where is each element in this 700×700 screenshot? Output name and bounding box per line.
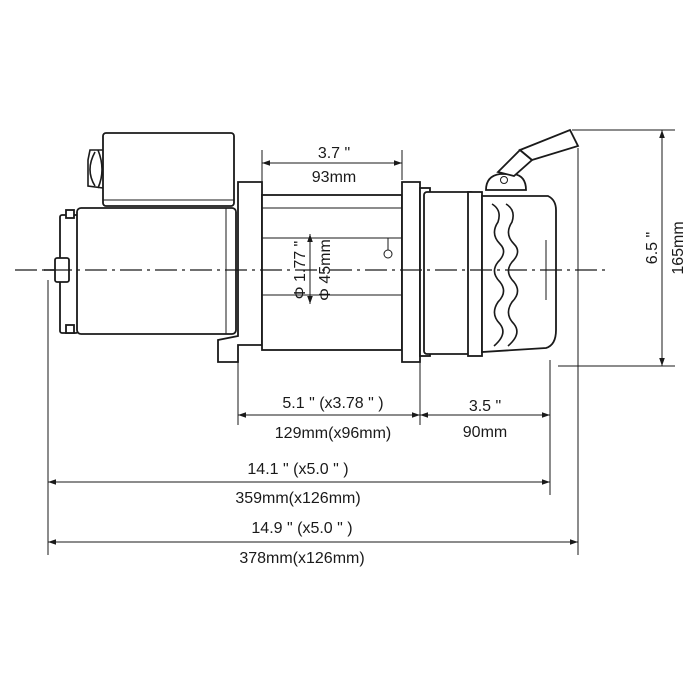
mount-length-mm-label: 129mm(x96mm): [275, 425, 391, 442]
clutch-lever: [485, 128, 580, 191]
drum-diameter-in-label: Φ 1.77 ": [292, 241, 309, 299]
mount-length-in-label: 5.1 " (x3.78 " ): [282, 395, 383, 412]
height-in-label: 6.5 ": [644, 232, 661, 264]
total-length-in-label: 14.9 " (x5.0 " ): [251, 520, 352, 537]
overall-length-mm-label: 359mm(x126mm): [235, 490, 360, 507]
gearbox-housing: [423, 191, 557, 357]
total-length-mm-label: 378mm(x126mm): [239, 550, 364, 567]
control-box: [87, 132, 235, 207]
height-mm-label: 165mm: [670, 221, 687, 274]
winch-body: [44, 128, 580, 363]
extension-lines: [47, 129, 675, 555]
drum-diameter-mm-label: Φ 45mm: [317, 239, 334, 301]
drum: [261, 194, 403, 351]
motor-housing: [76, 207, 237, 335]
drum-length-in-label: 3.7 ": [318, 145, 350, 162]
dimension-labels: 3.7 " 93mm Φ 1.77 " Φ 45mm 5.1 " (x3.78 …: [235, 145, 687, 567]
overall-length-in-label: 14.1 " (x5.0 " ): [247, 461, 348, 478]
gearbox-length-in-label: 3.5 ": [469, 398, 501, 415]
dimension-lines: [48, 130, 665, 545]
gearbox-length-mm-label: 90mm: [463, 424, 507, 441]
drum-length-mm-label: 93mm: [312, 169, 356, 186]
motor-end-cap: [44, 209, 79, 334]
